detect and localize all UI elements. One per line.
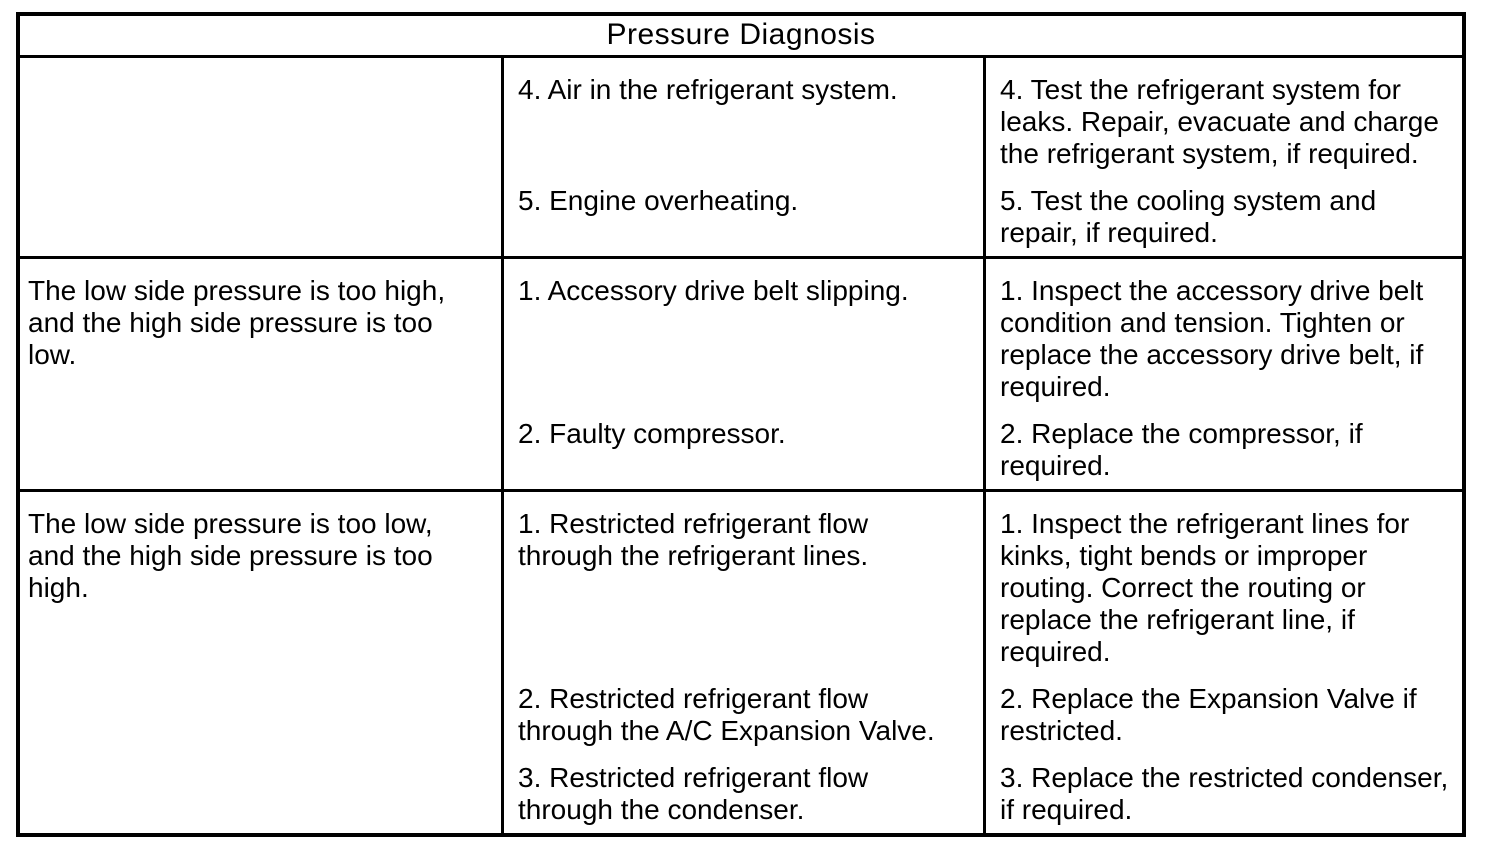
correction-item: 1. Inspect the accessory drive belt cond… xyxy=(1000,275,1424,402)
cause-item: 5. Engine overheating. xyxy=(518,185,799,216)
table-row-3: The low side pressure is too low, and th… xyxy=(20,492,1462,833)
table-title: Pressure Diagnosis xyxy=(606,18,876,51)
table-row-2: The low side pressure is too high, and t… xyxy=(20,259,1462,492)
correction-item: 3. Replace the restricted condenser, if … xyxy=(1000,762,1449,825)
column-divider-2 xyxy=(983,58,986,833)
condition-cell: The low side pressure is too low, and th… xyxy=(28,508,433,603)
cause-item: 4. Air in the refrigerant system. xyxy=(518,74,898,105)
correction-item: 1. Inspect the refrigerant lines for kin… xyxy=(1000,508,1410,667)
column-divider-1 xyxy=(501,58,504,833)
cause-item: 1. Accessory drive belt slipping. xyxy=(518,275,909,306)
cause-item: 2. Faulty compressor. xyxy=(518,418,786,449)
correction-item: 5. Test the cooling system and repair, i… xyxy=(1000,185,1377,248)
correction-item: 2. Replace the compressor, if required. xyxy=(1000,418,1363,481)
table-body: 4. Air in the refrigerant system. 4. Tes… xyxy=(20,58,1462,833)
condition-cell xyxy=(20,74,501,170)
correction-item: 4. Test the refrigerant system for leaks… xyxy=(1000,74,1439,169)
table-row-1: 4. Air in the refrigerant system. 4. Tes… xyxy=(20,58,1462,259)
condition-cell: The low side pressure is too high, and t… xyxy=(28,275,446,370)
cause-item: 1. Restricted refrigerant flow through t… xyxy=(518,508,869,571)
table-title-row: Pressure Diagnosis xyxy=(20,16,1462,58)
correction-item: 2. Replace the Expansion Valve if restri… xyxy=(1000,683,1417,746)
cause-item: 2. Restricted refrigerant flow through t… xyxy=(518,683,935,746)
pressure-diagnosis-table: Pressure Diagnosis 4. Air in the refrige… xyxy=(16,12,1466,837)
cause-item: 3. Restricted refrigerant flow through t… xyxy=(518,762,869,825)
